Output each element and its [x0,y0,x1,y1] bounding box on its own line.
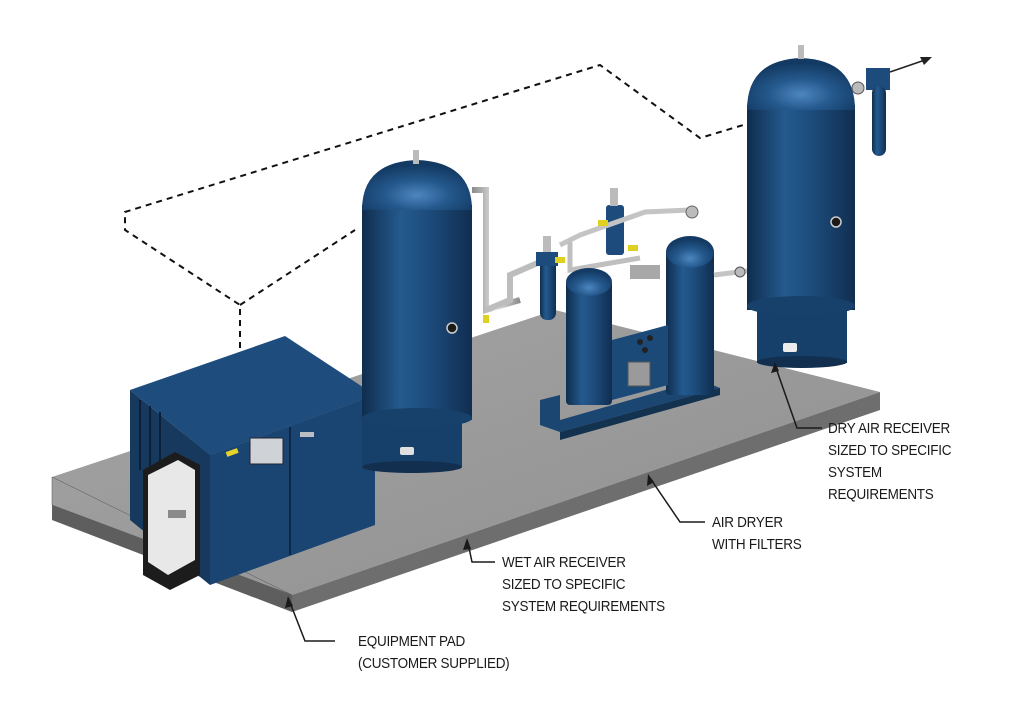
dry-air-receiver [747,45,855,368]
callout-line: SIZED TO SPECIFIC [828,442,952,459]
leader-lines [288,364,822,642]
callout-line: WET AIR RECEIVER [502,554,626,571]
callout-wet-air-receiver: WET AIR RECEIVER SIZED TO SPECIFIC SYSTE… [502,552,665,618]
wet-air-receiver [362,150,542,473]
callout-line: SIZED TO SPECIFIC [502,576,626,593]
air-dryer [536,188,756,440]
callout-line: WITH FILTERS [712,536,802,553]
callout-air-dryer: AIR DRYER WITH FILTERS [712,512,802,556]
callout-equipment-pad: EQUIPMENT PAD (CUSTOMER SUPPLIED) [358,631,510,675]
callout-line: EQUIPMENT PAD [358,633,466,650]
dashed-control-line [124,63,761,425]
air-compressor [130,336,375,590]
leader-dry-receiver [774,364,822,429]
outlet-arrow-icon [920,57,932,65]
leader-air-dryer [649,477,705,523]
callout-line: SYSTEM [828,464,882,481]
callout-line: REQUIREMENTS [828,486,934,503]
callout-line: DRY AIR RECEIVER [828,420,950,437]
callout-dry-air-receiver: DRY AIR RECEIVER SIZED TO SPECIFIC SYSTE… [828,418,951,506]
dashed-control-line-2 [239,229,356,306]
callout-line: SYSTEM REQUIREMENTS [502,598,665,615]
callout-line: (CUSTOMER SUPPLIED) [358,655,510,672]
leader-arrowheads [285,362,779,608]
leader-wet-receiver [467,542,495,563]
outlet-filter [851,57,932,156]
leader-equipment-pad [288,599,335,642]
callout-line: AIR DRYER [712,514,783,531]
